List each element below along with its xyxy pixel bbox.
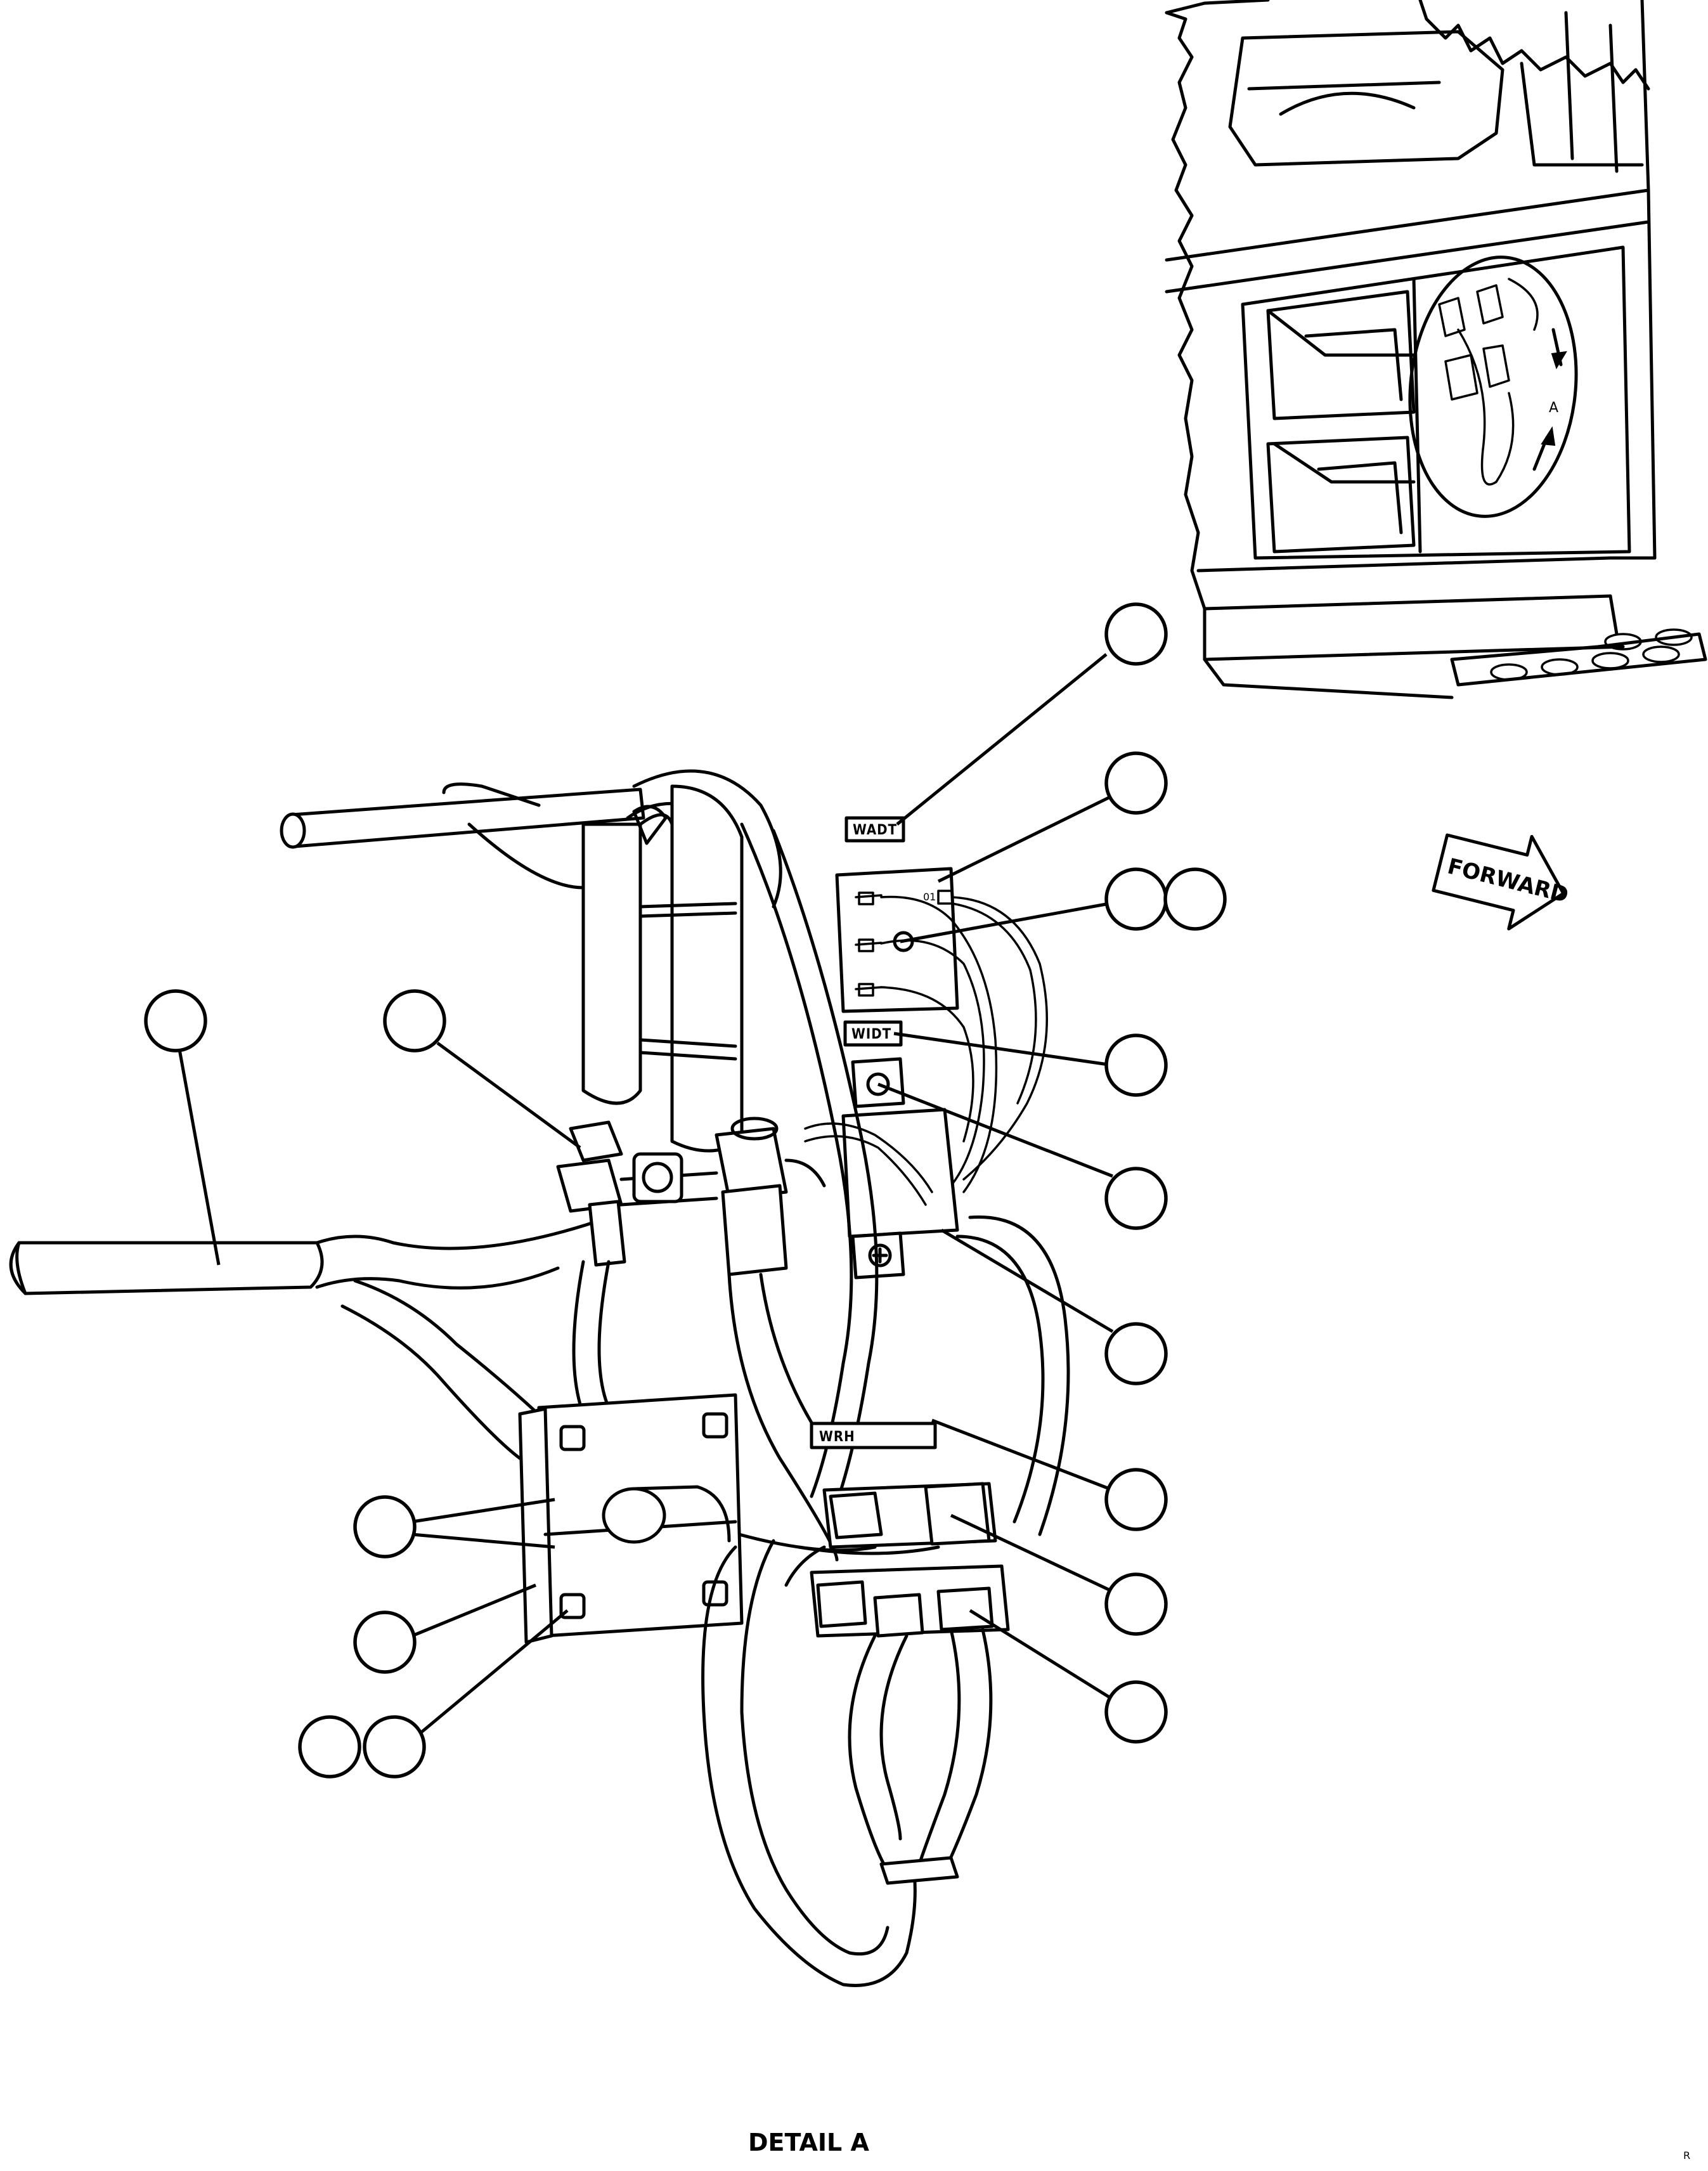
callout-bubble xyxy=(1104,1167,1168,1230)
callout-bubble xyxy=(1104,867,1168,931)
callout-bubble xyxy=(353,1495,417,1559)
callout-bubble xyxy=(298,1715,361,1779)
callout-bubble xyxy=(1104,1572,1168,1636)
arrow-head-icon xyxy=(1551,351,1567,370)
arrow-head-icon xyxy=(1541,426,1556,446)
detail-caption: DETAIL A xyxy=(748,2129,869,2156)
callout-bubble xyxy=(1163,867,1227,931)
callout-bubbles xyxy=(144,602,1227,1779)
callout-bubble xyxy=(1104,1468,1168,1531)
callout-bubble xyxy=(353,1610,417,1674)
callout-bubble xyxy=(144,989,207,1053)
tag-widt-text: WIDT xyxy=(851,1027,891,1042)
callout-bubble xyxy=(1104,602,1168,666)
detail-a-circle xyxy=(1408,256,1578,518)
block-mark: 01 xyxy=(923,891,936,903)
tag-wrh-text: WRH xyxy=(819,1429,855,1445)
callout-bubble xyxy=(1104,1034,1168,1097)
tag-widt: WIDT xyxy=(843,1020,903,1047)
callout-bubble xyxy=(363,1715,426,1779)
main-assembly: 01 xyxy=(9,769,1070,1987)
figure-id: R xyxy=(1683,2149,1690,2161)
callout-bubble xyxy=(1104,751,1168,815)
leader-lines xyxy=(178,653,1114,1739)
tag-wrh: WRH xyxy=(810,1422,937,1449)
detail-a-letter: A xyxy=(1549,400,1558,416)
callout-bubble xyxy=(1104,1322,1168,1385)
forward-arrow-icon: FORWARD xyxy=(1432,833,1571,931)
tag-wadt-text: WADT xyxy=(853,822,897,838)
callout-bubble xyxy=(383,989,446,1053)
tag-wadt: WADT xyxy=(844,816,905,843)
vehicle-body-inset: A xyxy=(1165,0,1707,699)
callout-bubble xyxy=(1104,1680,1168,1744)
